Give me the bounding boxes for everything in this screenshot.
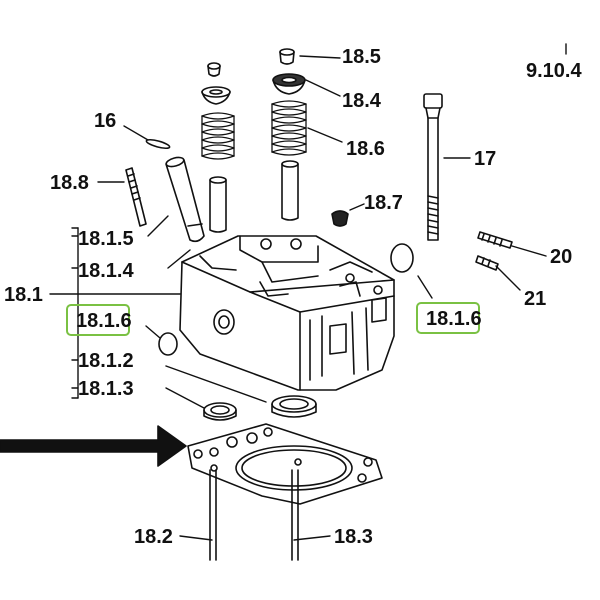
label-20: 20 bbox=[550, 246, 573, 268]
push-rod-18-2 bbox=[209, 469, 217, 561]
label-18-3: 18.3 bbox=[334, 526, 373, 548]
stud-20 bbox=[477, 231, 513, 249]
valve-seat-18-1-3 bbox=[203, 402, 237, 421]
injector-sleeve-18-1-5 bbox=[165, 156, 205, 243]
o-ring-16 bbox=[145, 138, 171, 150]
label-18-2: 18.2 bbox=[134, 526, 173, 548]
label-18-8: 18.8 bbox=[50, 172, 89, 194]
label-18-6: 18.6 bbox=[346, 138, 385, 160]
o-ring-18-1-6-right bbox=[390, 243, 414, 273]
label-16: 16 bbox=[94, 110, 117, 132]
label-18-1-6-right: 18.1.6 bbox=[426, 308, 482, 330]
stud-21 bbox=[475, 255, 499, 271]
label-18-1-3: 18.1.3 bbox=[78, 378, 134, 400]
stud-18-8 bbox=[125, 167, 147, 227]
valve-guide-left bbox=[209, 176, 227, 233]
spring-retainer-left bbox=[201, 86, 231, 105]
label-18-7: 18.7 bbox=[364, 192, 403, 214]
head-gasket bbox=[187, 423, 383, 505]
valve-spring-left bbox=[201, 112, 235, 160]
valve-cap-18-5 bbox=[279, 48, 295, 65]
label-18-5: 18.5 bbox=[342, 46, 381, 68]
valve-spring-18-6 bbox=[271, 100, 307, 156]
head-bolt-17 bbox=[423, 93, 443, 241]
label-17: 17 bbox=[474, 148, 497, 170]
label-18-1-6-left: 18.1.6 bbox=[76, 310, 132, 332]
highlight-box-left bbox=[66, 304, 130, 336]
label-page-ref: 9.10.4 bbox=[526, 60, 582, 82]
label-18-1-2: 18.1.2 bbox=[78, 350, 134, 372]
label-18-4: 18.4 bbox=[342, 90, 381, 112]
cylinder-head-18-1 bbox=[179, 235, 395, 391]
group-bracket bbox=[71, 227, 79, 399]
valve-cap-left bbox=[207, 62, 221, 77]
label-18-1-4: 18.1.4 bbox=[78, 260, 134, 282]
spring-retainer-18-4 bbox=[272, 73, 306, 95]
highlight-box-right bbox=[416, 302, 480, 334]
valve-guide-right bbox=[281, 160, 299, 221]
leader-lines bbox=[49, 43, 567, 541]
o-ring-18-1-6-left bbox=[158, 332, 178, 356]
push-rod-18-3 bbox=[291, 469, 299, 561]
pointer-arrow bbox=[0, 425, 187, 467]
label-21: 21 bbox=[524, 288, 547, 310]
label-18-1: 18.1 bbox=[4, 284, 43, 306]
valve-stem-seal-18-7 bbox=[331, 210, 349, 227]
label-18-1-5: 18.1.5 bbox=[78, 228, 134, 250]
valve-seat-18-1-2 bbox=[271, 395, 317, 418]
